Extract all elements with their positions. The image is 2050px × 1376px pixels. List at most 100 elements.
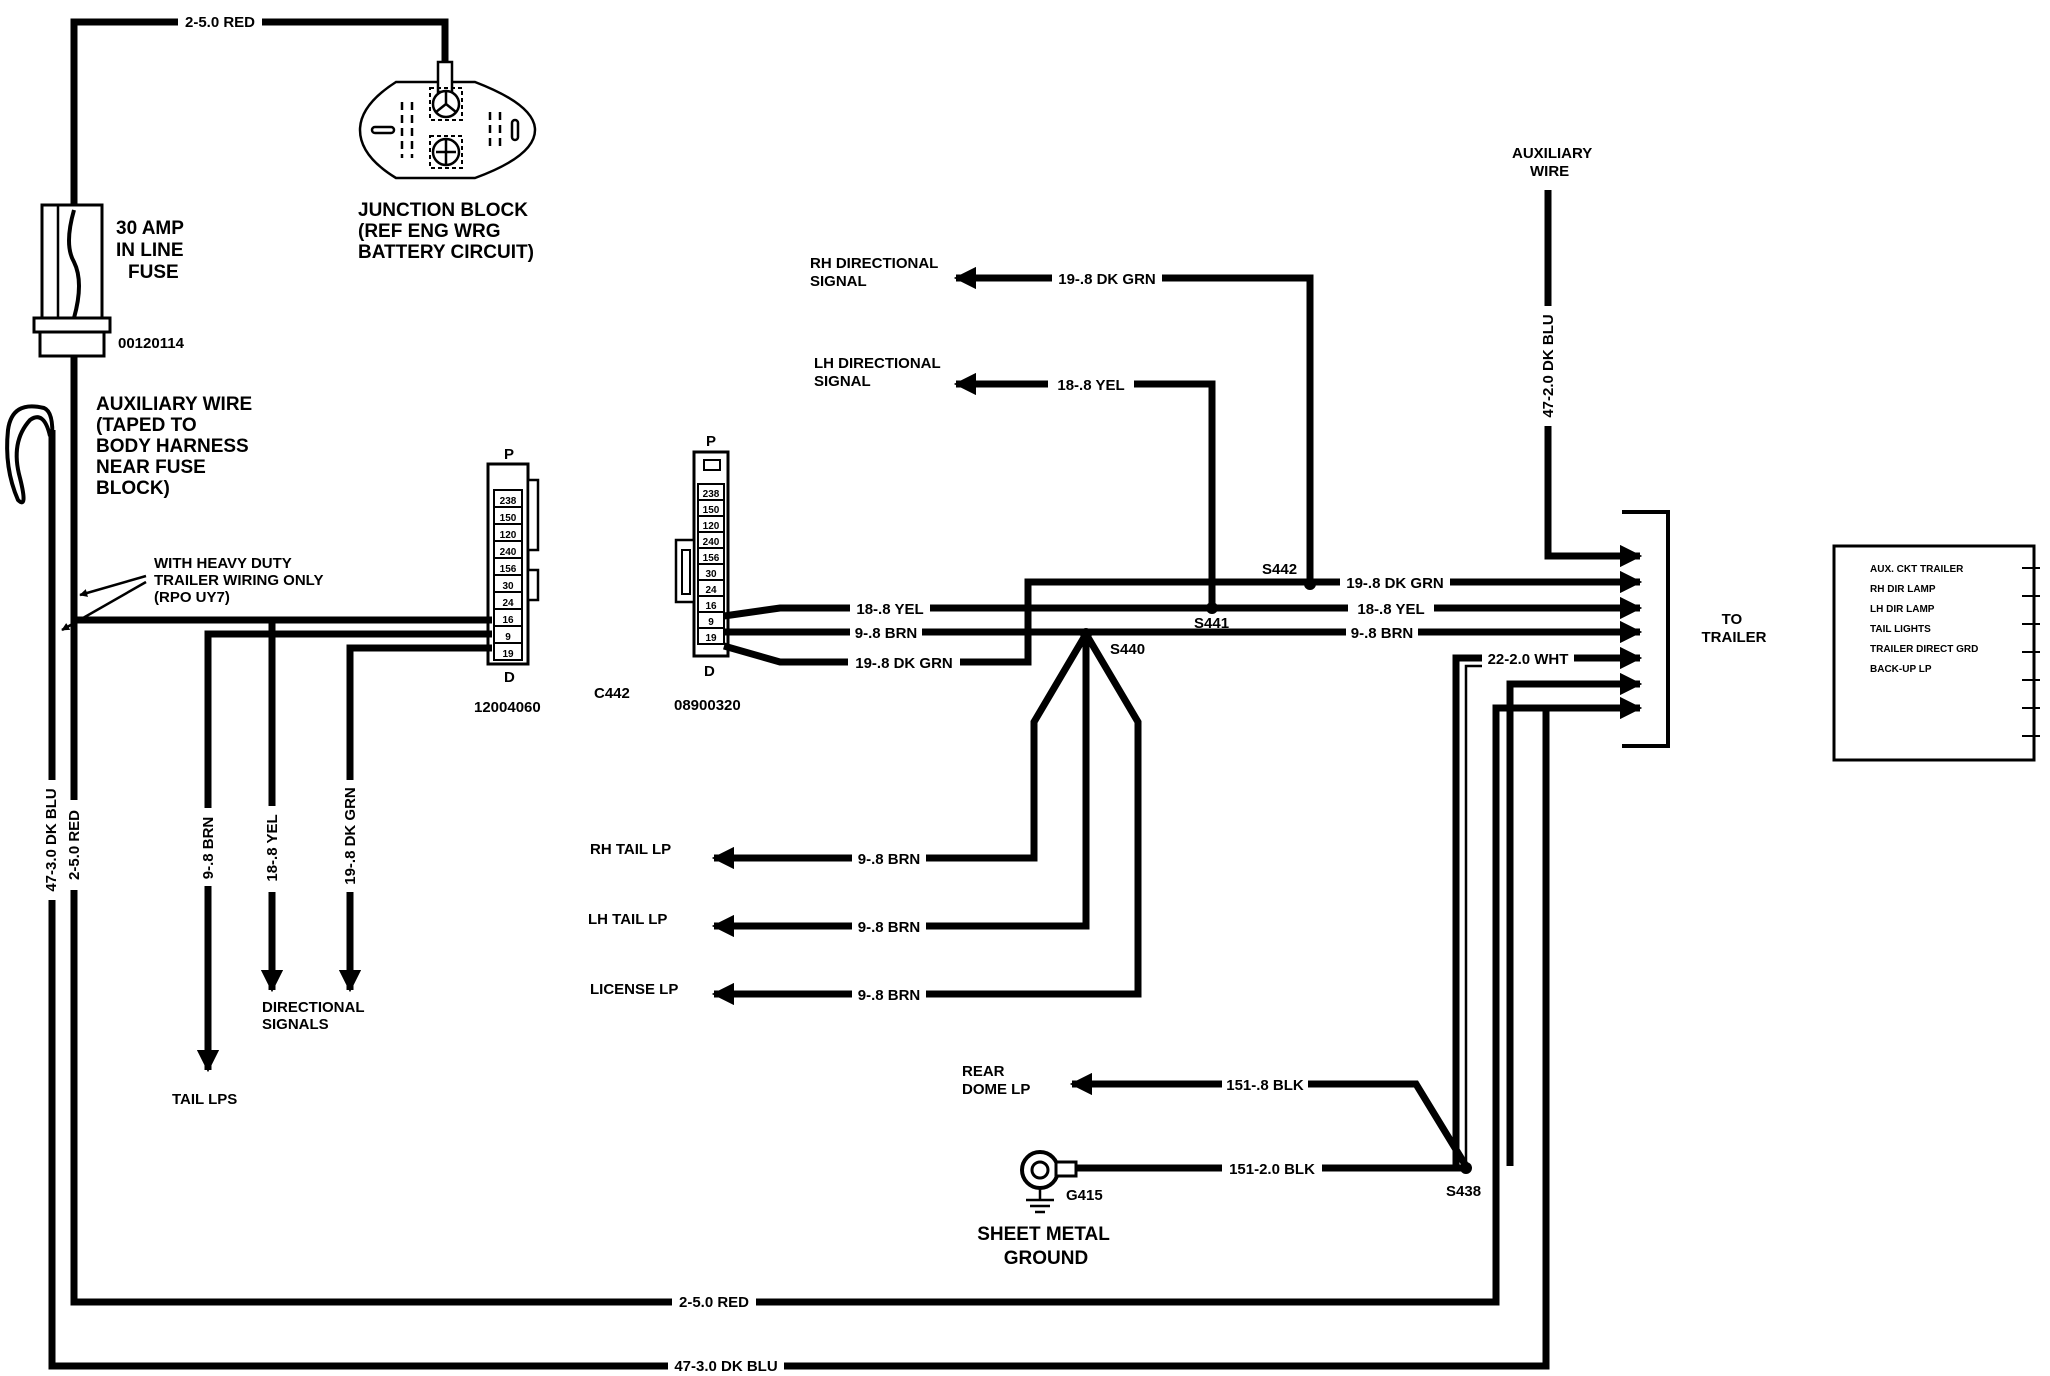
connector-cavity-label: 24 <box>705 585 717 596</box>
connector-cavity-label: 240 <box>703 537 720 548</box>
ground-g415 <box>1020 1150 1078 1214</box>
lh-tail-lp-label: LH TAIL LP <box>588 911 667 928</box>
rh-tail-lp-label: RH TAIL LP <box>590 841 671 858</box>
wire-label-s440-brn: 9-.8 BRN <box>1351 625 1414 642</box>
connector-cavity <box>697 627 725 645</box>
splice-s438 <box>1460 1162 1472 1174</box>
connector-cavity-label: 238 <box>500 496 517 507</box>
connector-cavity-label: 150 <box>500 513 517 524</box>
wire-label-dome: 151-.8 BLK <box>1226 1077 1304 1094</box>
wire-label-c442-brn: 9-.8 BRN <box>855 625 918 642</box>
wire-c442-yel <box>723 604 1208 620</box>
inline-fuse <box>32 203 112 358</box>
wire-label-c442-yel: 18-.8 YEL <box>856 601 923 618</box>
wire-license <box>760 632 1142 998</box>
wire-label-dir-yel: 18-.8 YEL <box>264 814 281 881</box>
trailer-connector-item: RH DIR LAMP <box>1870 584 1936 595</box>
connector-cavity-label: 19 <box>502 649 514 660</box>
wire-label-license: 9-.8 BRN <box>858 987 921 1004</box>
wire-label-wht: 22-2.0 WHT <box>1488 651 1569 668</box>
rh-directional-signal-label: RH DIRECTIONAL SIGNAL <box>810 255 942 290</box>
wire-label-rh-dir: 19-.8 DK GRN <box>1058 271 1156 288</box>
trailer-connector-box <box>1832 544 2040 762</box>
tail-lps-label: TAIL LPS <box>172 1091 237 1108</box>
trailer-connector-items: AUX. CKT TRAILER RH DIR LAMP LH DIR LAMP TA… <box>1870 564 1978 675</box>
wire-label-red-bottom: 2-5.0 RED <box>679 1294 749 1311</box>
wire-label-blu-bottom: 47-3.0 DK BLU <box>674 1358 777 1375</box>
trailer-connector-item: TAIL LIGHTS <box>1870 624 1931 635</box>
wire-dir-grn <box>338 644 492 993</box>
wire-label-rh-tail: 9-.8 BRN <box>858 851 921 868</box>
ground-g415-label: G415 <box>1066 1187 1103 1204</box>
connector-cavity-label: 150 <box>703 505 720 516</box>
wire-lh-dir <box>1000 380 1216 608</box>
connector-c442-label: C442 <box>594 685 630 702</box>
wire-extra-trailer <box>1506 672 1643 1166</box>
fuse-part-number: 00120114 <box>118 335 185 352</box>
wire-label-s441-yel: 18-.8 YEL <box>1357 601 1424 618</box>
wire-label-red-vertical: 2-5.0 RED <box>66 810 83 880</box>
wire-label-dir-grn: 19-.8 DK GRN <box>342 787 359 885</box>
to-trailer-label: TO TRAILER <box>1702 611 1767 646</box>
splice-s442-label: S442 <box>1262 561 1297 578</box>
rear-dome-lp-label: REAR DOME LP <box>962 1063 1030 1098</box>
wire-rh-dir <box>962 274 1314 582</box>
connector-cavity-label: 240 <box>500 547 517 558</box>
splice-s441-label: S441 <box>1194 615 1229 632</box>
wire-label-lh-dir: 18-.8 YEL <box>1057 377 1124 394</box>
connector-cavity-label: 30 <box>502 581 514 592</box>
red-wire-top <box>70 18 449 210</box>
lh-directional-signal-label: LH DIRECTIONAL SIGNAL <box>814 355 945 390</box>
heavy-duty-note: WITH HEAVY DUTY TRAILER WIRING ONLY (RPO… <box>154 555 327 606</box>
wire-label-aux-blu: 47-2.0 DK BLU <box>1540 314 1557 417</box>
wire-wht <box>1452 646 1643 1166</box>
wire-c442-grn <box>723 578 1310 666</box>
wire-label-lh-tail: 9-.8 BRN <box>858 919 921 936</box>
connector-right-p: P <box>706 433 716 450</box>
wire-tail-brn <box>196 630 492 1073</box>
connector-cavity-label: 19 <box>705 633 717 644</box>
connector-left-part: 12004060 <box>474 699 541 716</box>
trailer-connector-item: AUX. CKT TRAILER <box>1870 564 1964 575</box>
wire-dome <box>1120 1080 1469 1168</box>
connector-cavity-label: 156 <box>500 564 517 575</box>
trailer-bracket <box>1622 510 1670 748</box>
splice-s440-label: S440 <box>1110 641 1145 658</box>
wire-label-tail-brn: 9-.8 BRN <box>200 817 217 880</box>
connector-cavity-label: 16 <box>705 601 717 612</box>
license-lp-label: LICENSE LP <box>590 981 678 998</box>
wire-dir-yel <box>260 616 492 993</box>
connector-right-d: D <box>704 663 715 680</box>
trailer-connector-item: TRAILER DIRECT GRD <box>1870 644 1978 655</box>
trailer-connector-item: LH DIR LAMP <box>1870 604 1935 615</box>
connector-cavity-label: 120 <box>500 530 517 541</box>
connector-cavity-label: 9 <box>708 617 714 628</box>
wire-aux-blu <box>1544 190 1643 568</box>
sheet-metal-ground-label: SHEET METAL GROUND <box>977 1224 1115 1269</box>
junction-block-label: JUNCTION BLOCK (REF ENG WRG BATTERY CIRC… <box>358 200 534 263</box>
wire-label-red-top: 2-5.0 RED <box>185 14 255 31</box>
splice-s438-label: S438 <box>1446 1183 1481 1200</box>
splice-s441 <box>1206 602 1218 614</box>
connector-left-p: P <box>504 446 514 463</box>
aux-wire-note: AUXILIARY WIRE (TAPED TO BODY HARNESS NE… <box>96 394 258 499</box>
connector-cavity-label: 120 <box>703 521 720 532</box>
aux-wire-top-label: AUXILIARY WIRE <box>1512 145 1596 180</box>
wire-label-s442-grn: 19-.8 DK GRN <box>1346 575 1444 592</box>
connector-cavity-label: 238 <box>703 489 720 500</box>
splice-s442 <box>1304 578 1316 590</box>
connector-cavity-label: 9 <box>505 632 511 643</box>
trailer-connector-item: BACK-UP LP <box>1870 664 1932 675</box>
wire-label-ground: 151-2.0 BLK <box>1229 1161 1315 1178</box>
aux-wire-loop <box>5 404 55 505</box>
fuse-label: 30 AMP IN LINE FUSE <box>116 218 189 283</box>
connector-left-d: D <box>504 669 515 686</box>
junction-block <box>358 60 537 180</box>
directional-signals-label: DIRECTIONAL SIGNALS <box>262 999 368 1033</box>
wire-label-c442-grn: 19-.8 DK GRN <box>855 655 953 672</box>
connector-cavity-label: 16 <box>502 615 514 626</box>
wire-label-blu-vertical: 47-3.0 DK BLU <box>43 788 60 891</box>
